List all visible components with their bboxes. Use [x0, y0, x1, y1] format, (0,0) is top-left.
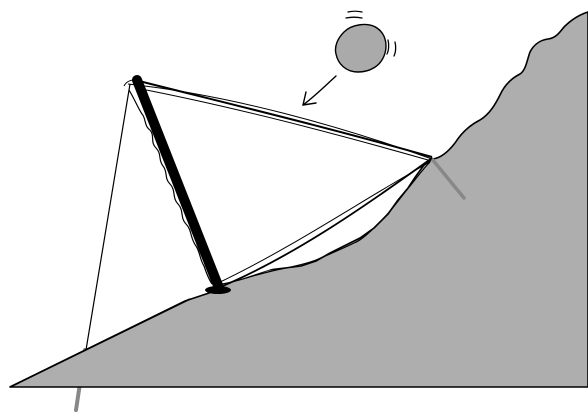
arrow-icon [303, 76, 336, 105]
retaining-rope [86, 84, 130, 350]
boulder-icon [335, 25, 385, 72]
